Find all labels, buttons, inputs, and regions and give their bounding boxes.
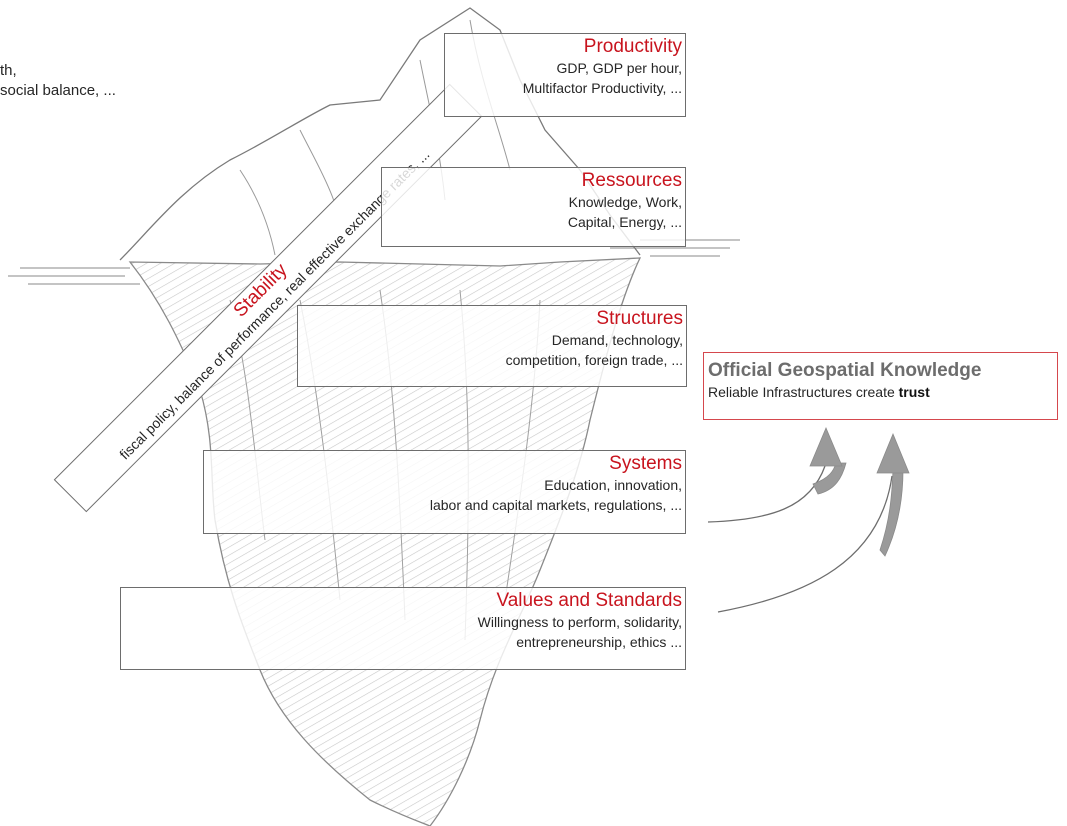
ogk-subtitle-bold: trust xyxy=(898,384,930,400)
arrow-ribbon-1 xyxy=(812,462,847,495)
ogk-title: Official Geospatial Knowledge xyxy=(708,360,982,381)
layer-line: Capital, Energy, ... xyxy=(567,214,682,230)
iceberg-tip xyxy=(119,7,641,261)
layer-box-structures: Structures Demand, technology, competiti… xyxy=(297,305,687,387)
layer-line: GDP, GDP per hour, xyxy=(556,60,682,76)
layer-line: Multifactor Productivity, ... xyxy=(522,80,682,96)
top-left-text-line-2: social balance, ... xyxy=(0,82,116,99)
arrow-from-values xyxy=(717,475,893,613)
layer-title: Values and Standards xyxy=(496,590,682,611)
layer-line: Demand, technology, xyxy=(551,332,683,348)
top-left-text-line-1: th, xyxy=(0,62,17,79)
layer-line: competition, foreign trade, ... xyxy=(505,352,683,368)
layer-box-productivity: Productivity GDP, GDP per hour, Multifac… xyxy=(444,33,686,117)
arrow-head-2 xyxy=(876,432,910,474)
ogk-subtitle: Reliable Infrastructures create trust xyxy=(708,382,1057,402)
arrow-head-1 xyxy=(809,426,843,467)
official-geospatial-knowledge-box: Official Geospatial Knowledge Reliable I… xyxy=(703,352,1058,420)
layer-title: Systems xyxy=(609,453,682,474)
ogk-subtitle-prefix: Reliable Infrastructures create xyxy=(708,384,899,400)
arrow-from-systems xyxy=(707,465,826,523)
layer-title: Structures xyxy=(596,308,683,329)
layer-line: Education, innovation, xyxy=(544,477,682,493)
layer-box-resources: Ressources Knowledge, Work, Capital, Ene… xyxy=(381,167,686,247)
layer-title: Ressources xyxy=(581,170,682,191)
layer-line: Willingness to perform, solidarity, xyxy=(477,614,682,630)
layer-box-systems: Systems Education, innovation, labor and… xyxy=(203,450,686,534)
layer-line: entrepreneurship, ethics ... xyxy=(516,634,682,650)
layer-box-values: Values and Standards Willingness to perf… xyxy=(120,587,686,670)
layer-line: Knowledge, Work, xyxy=(568,194,682,210)
layer-line: labor and capital markets, regulations, … xyxy=(429,497,682,513)
layer-title: Productivity xyxy=(583,36,682,57)
